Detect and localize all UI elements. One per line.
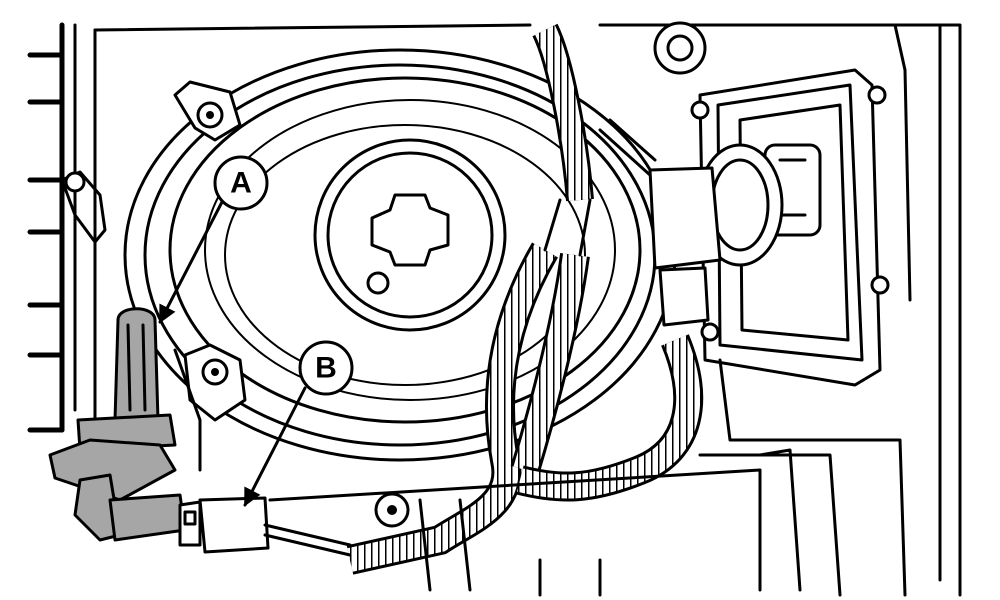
mounting-tab-lower <box>173 343 247 472</box>
mounting-tab-upper <box>173 80 242 142</box>
callout-a-leader <box>158 200 224 324</box>
wiring-harness-loom <box>346 23 704 575</box>
callout-b-label: B <box>315 352 337 385</box>
callout-a-circle <box>213 155 269 211</box>
right-bulb-socket <box>648 143 784 327</box>
housing-top-edge <box>93 23 962 597</box>
left-frame-rail <box>27 22 107 442</box>
callout-b: B <box>243 340 354 507</box>
center-hub <box>313 138 507 332</box>
lower-bracket <box>268 358 907 597</box>
halogen-bulb <box>48 307 187 542</box>
callout-a-label: A <box>230 167 252 200</box>
upper-right-bolt <box>653 21 707 75</box>
bulb-connector <box>178 496 352 557</box>
callout-b-leader <box>243 386 307 507</box>
callout-a: A <box>158 155 269 324</box>
callout-b-circle <box>298 340 354 396</box>
